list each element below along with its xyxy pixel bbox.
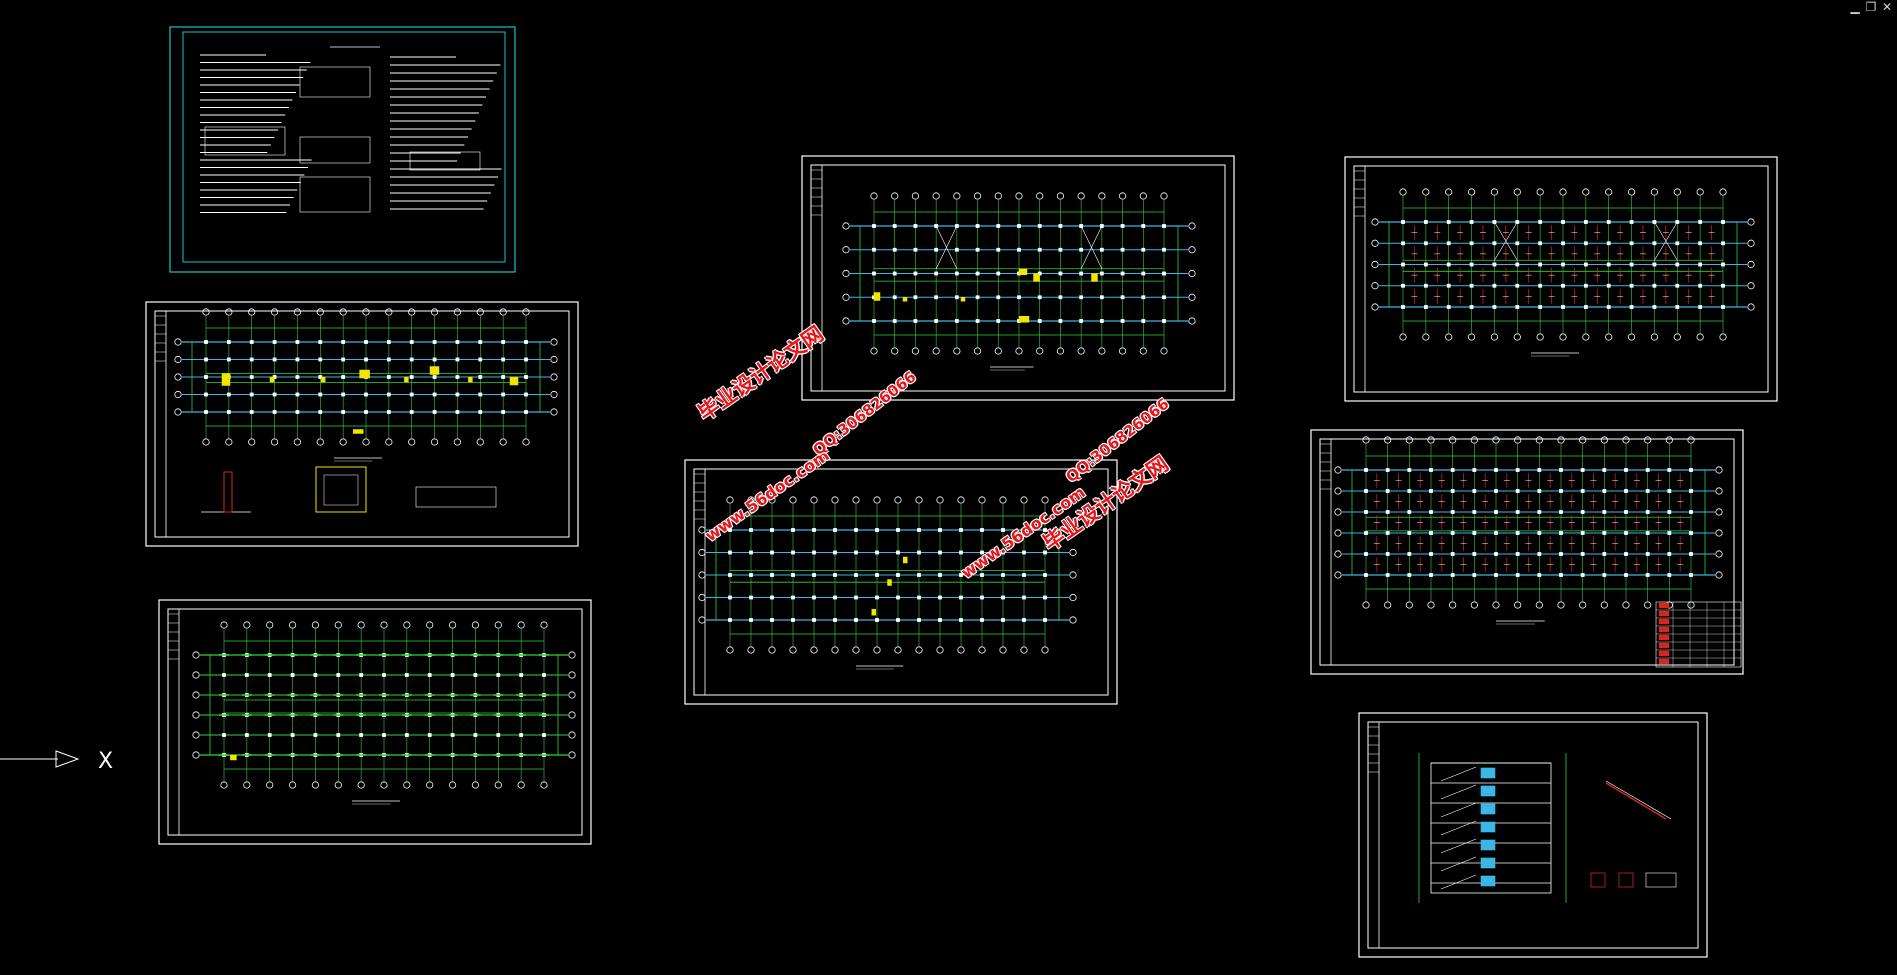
- drawing-sheet-foundation-plan[interactable]: [145, 301, 579, 547]
- drawing-sheet-stair-section[interactable]: [1358, 712, 1708, 958]
- ucs-axis-label: X: [98, 749, 113, 774]
- drawing-sheet-roof-plan-2[interactable]: [1310, 429, 1744, 675]
- drawing-sheet-design-notes[interactable]: [169, 26, 516, 273]
- ucs-x-arrow-icon: X: [0, 749, 113, 774]
- drawing-sheet-floor-plan-1[interactable]: [801, 155, 1235, 401]
- drawing-sheet-floor-plan-2[interactable]: [684, 459, 1118, 705]
- minimize-icon[interactable]: ▁: [1850, 0, 1860, 14]
- drawing-sheet-column-plan[interactable]: [158, 599, 592, 845]
- restore-icon[interactable]: ❐: [1865, 0, 1877, 14]
- close-icon[interactable]: ✕: [1881, 0, 1893, 14]
- drawing-sheet-roof-plan-1[interactable]: [1344, 156, 1778, 402]
